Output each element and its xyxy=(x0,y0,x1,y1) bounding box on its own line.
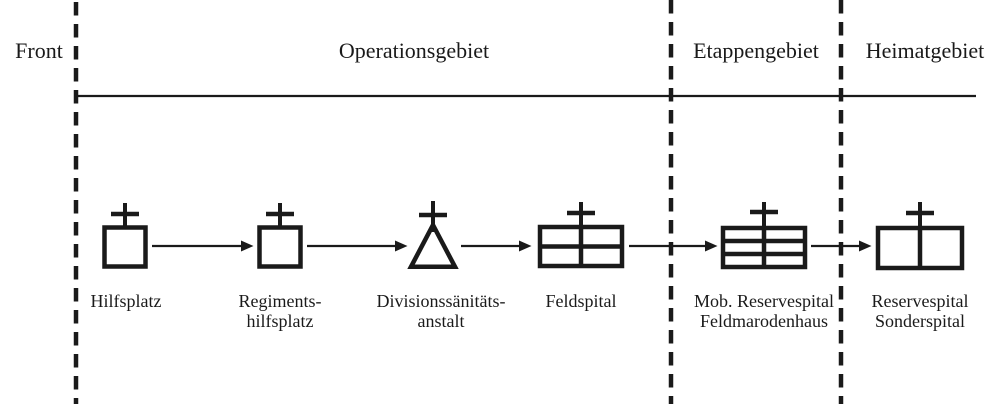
zone-label-operationsgebiet: Operationsgebiet xyxy=(339,38,489,63)
zone-label-front: Front xyxy=(15,38,63,63)
zone-label-etappengebiet: Etappengebiet xyxy=(693,38,819,63)
station-feldspital: Feldspital xyxy=(537,202,625,311)
station-label-line1: Mob. Reservespital xyxy=(694,291,834,311)
building-cross-icon xyxy=(875,202,965,271)
station-label-line2: hilfsplatz xyxy=(247,311,314,331)
station-label-line1: Regiments- xyxy=(239,291,322,311)
zone-label-heimatgebiet: Heimatgebiet xyxy=(866,38,985,63)
station-reservespital: Reservespital Sonderspital xyxy=(872,202,969,331)
station-mob-reservespital: Mob. Reservespital Feldmarodenhaus xyxy=(694,202,834,331)
station-label-line2: Sonderspital xyxy=(875,311,965,331)
station-divisionssanitaetsanstalt: Divisionssänitäts- anstalt xyxy=(377,201,506,331)
station-hilfsplatz: Hilfsplatz xyxy=(91,203,162,311)
square-cross-flag-icon xyxy=(257,203,303,269)
two-row-building-cross-icon xyxy=(537,202,625,269)
station-label-line2: anstalt xyxy=(418,311,465,331)
station-regimentshilfsplatz: Regiments- hilfsplatz xyxy=(239,203,322,331)
station-label: Feldspital xyxy=(546,291,617,311)
triangle-cross-flag-icon xyxy=(407,201,459,270)
three-row-building-cross-icon xyxy=(720,202,808,270)
square-cross-flag-icon xyxy=(102,203,148,269)
station-label-line2: Feldmarodenhaus xyxy=(700,311,828,331)
station-label: Hilfsplatz xyxy=(91,291,162,311)
station-label-line1: Reservespital xyxy=(872,291,969,311)
station-label-line1: Divisionssänitäts- xyxy=(377,291,506,311)
